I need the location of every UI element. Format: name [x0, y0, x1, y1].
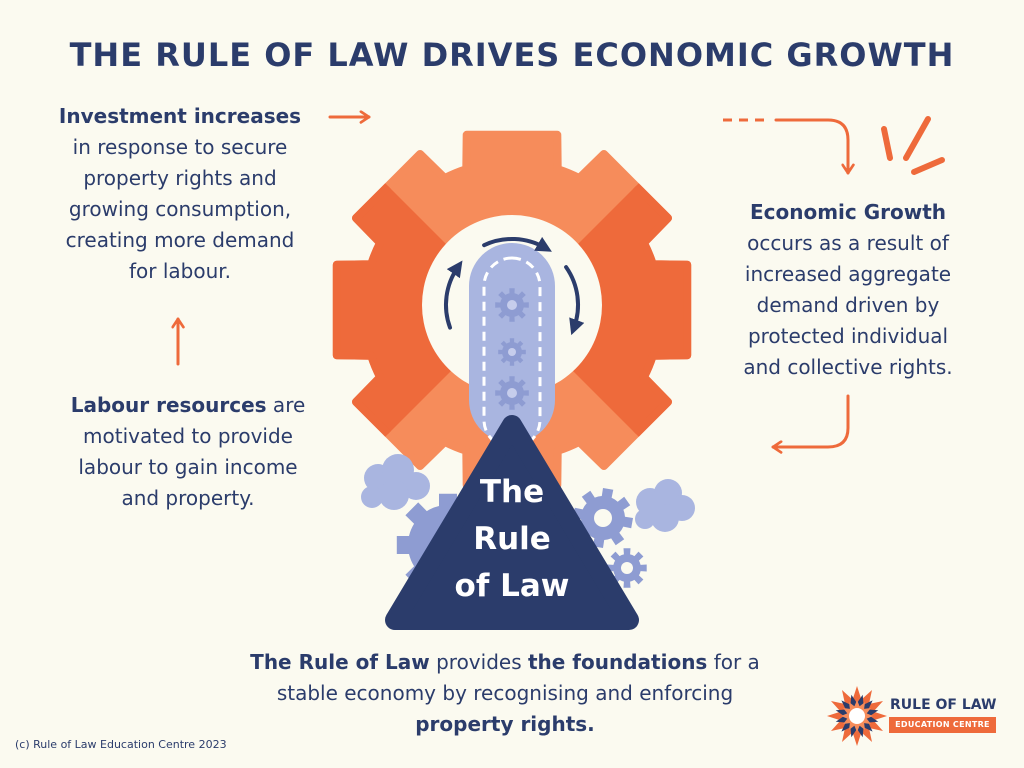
economic-growth-heading: Economic Growth [749, 200, 947, 224]
foundation-line-2: stable economy by recognising and enforc… [276, 681, 734, 705]
copyright-notice: (c) Rule of Law Education Centre 2023 [15, 738, 227, 751]
foundation-verb: provides [429, 650, 528, 674]
investment-line: in response to secure [72, 135, 288, 159]
triangle-label: The Rule of Law [412, 469, 612, 610]
labour-block: Labour resources are motivated to provid… [38, 390, 338, 514]
investment-line: creating more demand [65, 228, 295, 252]
labour-line: and property. [121, 486, 255, 510]
labour-line: motivated to provide [83, 424, 293, 448]
investment-line: growing consumption, [68, 197, 292, 221]
triangle-label-line: The [479, 474, 545, 510]
conveyor-gear-top-hub [507, 300, 517, 310]
economic-growth-line: and collective rights. [743, 355, 953, 379]
page-title: THE RULE OF LAW DRIVES ECONOMIC GROWTH [69, 36, 955, 74]
conveyor-belt-track [482, 256, 542, 450]
economic-growth-block: Economic Growth occurs as a result of in… [703, 197, 993, 383]
investment-heading: Investment increases [58, 104, 302, 128]
investment-line: property rights and [83, 166, 277, 190]
triangle-label-line: Rule [473, 521, 551, 557]
labour-heading-rest: are [266, 393, 306, 417]
conveyor-gear-bottom-hub [507, 388, 517, 398]
labour-heading-line: Labour resources are [38, 390, 338, 421]
arrow-down-to-growth [774, 118, 855, 175]
right-smoke-cloud-icon [635, 479, 695, 532]
foundation-line-1: The Rule of Law provides the foundations… [195, 647, 815, 678]
cycle-arrows-icon [444, 236, 585, 336]
triangle-label-line: of Law [454, 568, 570, 604]
conveyor-gear-middle-hub [508, 348, 516, 356]
foundation-line-3: property rights. [415, 712, 595, 736]
conveyor-belt-icon [469, 243, 555, 450]
labour-heading: Labour resources [70, 393, 267, 417]
labour-line: labour to gain income [78, 455, 298, 479]
left-smoke-cloud-icon [361, 454, 430, 510]
arrow-growth-to-labour [771, 394, 850, 454]
economic-growth-line: occurs as a result of [747, 231, 949, 255]
cycle-arrow-right [564, 265, 585, 336]
logo-name: RULE OF LAW [890, 697, 997, 713]
foundation-block: The Rule of Law provides the foundations… [195, 647, 815, 740]
logo-star-centre [849, 708, 865, 724]
investment-line: for labour. [128, 259, 232, 283]
investment-block: Investment increases in response to secu… [30, 101, 330, 287]
tiny-gear-hole [621, 562, 633, 574]
foundation-line-1-end: for a [707, 650, 760, 674]
economic-growth-line: demand driven by [756, 293, 940, 317]
logo-starburst-icon [827, 686, 887, 746]
right-small-gear-hole [594, 509, 612, 527]
rule-of-law-triangle [385, 415, 639, 630]
logo-tagline: EDUCATION CENTRE [889, 717, 996, 733]
cycle-arrow-left [444, 260, 463, 330]
growth-burst-icon [881, 116, 945, 175]
cycle-arrow-top [482, 236, 552, 252]
economic-growth-line: increased aggregate [744, 262, 952, 286]
economic-growth-line: protected individual [747, 324, 949, 348]
foundation-subject: The Rule of Law [250, 650, 430, 674]
foundation-emphasis: the foundations [527, 650, 708, 674]
